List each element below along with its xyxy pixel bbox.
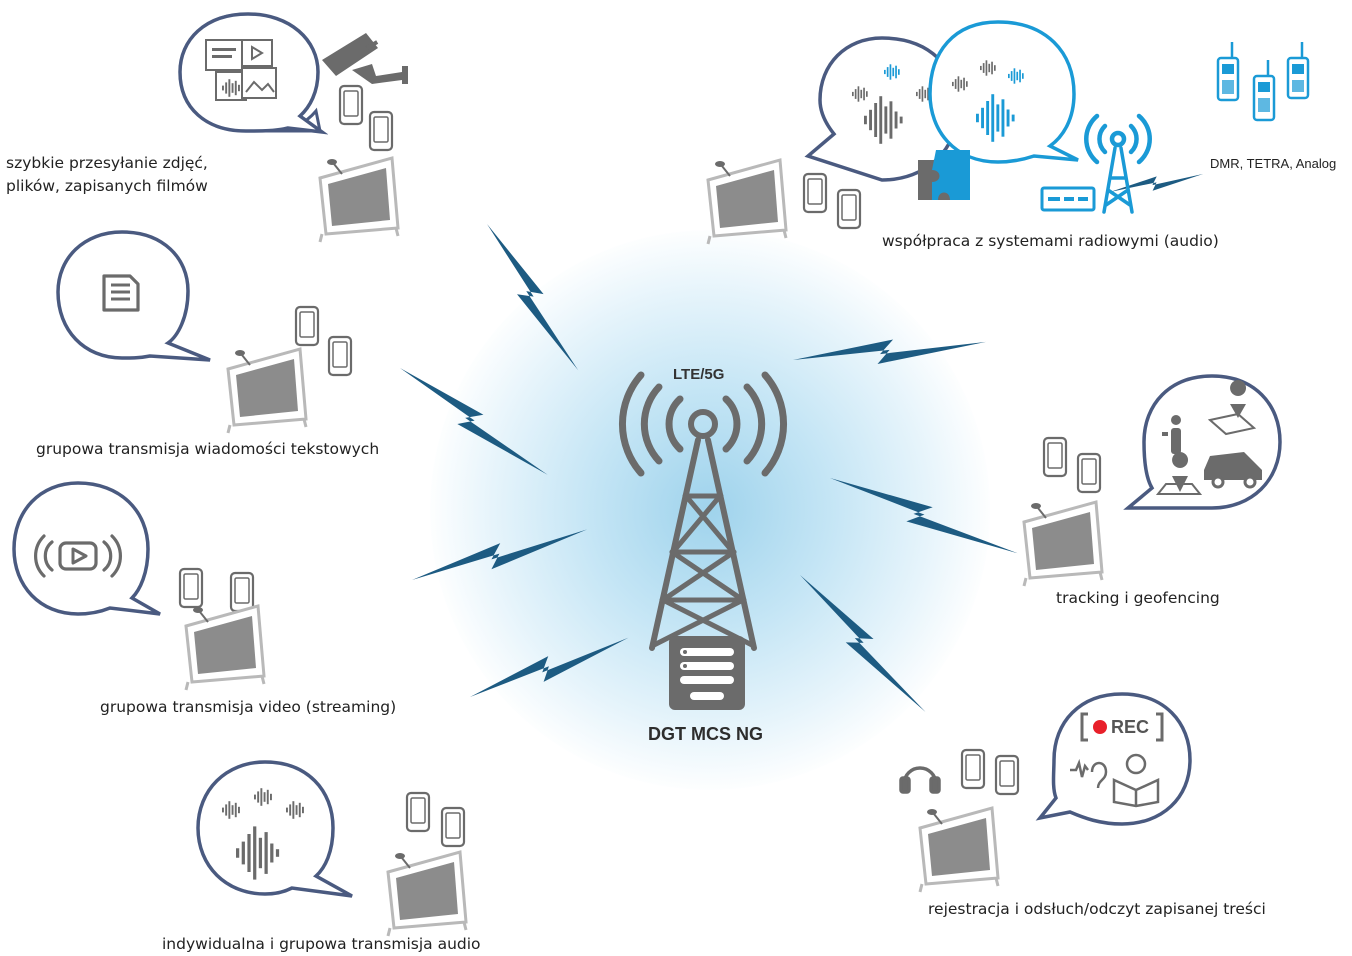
radio-mast-icon (1084, 113, 1152, 214)
audio-bubble (196, 760, 353, 898)
tracking-bubble (1123, 374, 1282, 510)
handheld-radios-icon (1216, 42, 1310, 122)
bolt-left-lower-icon (412, 479, 588, 631)
feature-tracking: tracking i geofencing (1056, 589, 1220, 607)
rec-badge: REC (1111, 717, 1150, 737)
phone-icon (327, 335, 353, 377)
bolt-top-right-icon (793, 285, 987, 417)
phone-icon (178, 567, 204, 609)
feature-video-streaming: grupowa transmisja video (streaming) (100, 698, 397, 716)
phone-icon (368, 110, 394, 152)
phone-icon (440, 806, 466, 848)
feature-recording: rejestracja i odsłuch/odczyt zapisanej t… (928, 900, 1266, 918)
bolt-top-left-icon (449, 224, 616, 371)
network-label: LTE/5G (673, 366, 725, 383)
tablet-icon (318, 156, 400, 244)
server-icon (669, 636, 745, 710)
phone-icon (960, 748, 986, 790)
video-bubble (12, 481, 161, 616)
radio-standards: DMR, TETRA, Analog (1210, 156, 1337, 171)
text-message-bubble (56, 230, 211, 362)
phone-icon (994, 754, 1020, 796)
bolt-left-icon (382, 368, 565, 475)
system-name: DGT MCS NG (648, 724, 763, 744)
phone-icon (338, 84, 364, 126)
phone-icon (229, 571, 255, 613)
tablet-icon (226, 347, 308, 435)
phone-icon (1042, 436, 1068, 478)
feature-photos-files: szybkie przesyłanie zdjęć, plików, zapis… (6, 154, 208, 195)
lte-tower-icon (619, 371, 787, 651)
feature-text-messages: grupowa transmisja wiadomości tekstowych (36, 440, 380, 458)
tablet-icon (706, 158, 788, 246)
bolt-bottom-left-icon (470, 591, 629, 744)
phone-icon (405, 791, 431, 833)
tablet-icon (1022, 500, 1104, 588)
phone-icon (294, 305, 320, 347)
bolt-bottom-right-icon (770, 575, 955, 712)
bolt-radio-icon (1110, 143, 1204, 223)
feature-radio-interop: współpraca z systemami radiowymi (audio) (882, 232, 1219, 250)
tablet-icon (918, 806, 1000, 894)
puzzle-icon (918, 150, 970, 200)
headphones-icon (899, 766, 941, 794)
tablet-icon (386, 850, 468, 938)
phone-icon (836, 188, 862, 230)
recording-bubble (1035, 692, 1192, 826)
cctv-camera-icon (322, 33, 408, 84)
radio-dispatcher-icon (1040, 186, 1096, 212)
bolt-right-icon (825, 478, 1023, 554)
tablet-icon (184, 604, 266, 692)
phone-icon (1076, 452, 1102, 494)
phone-icon (802, 172, 828, 214)
radio-voice-bubble (928, 20, 1079, 164)
files-bubble (178, 12, 329, 135)
feature-audio: indywidualna i grupowa transmisja audio (162, 935, 481, 953)
